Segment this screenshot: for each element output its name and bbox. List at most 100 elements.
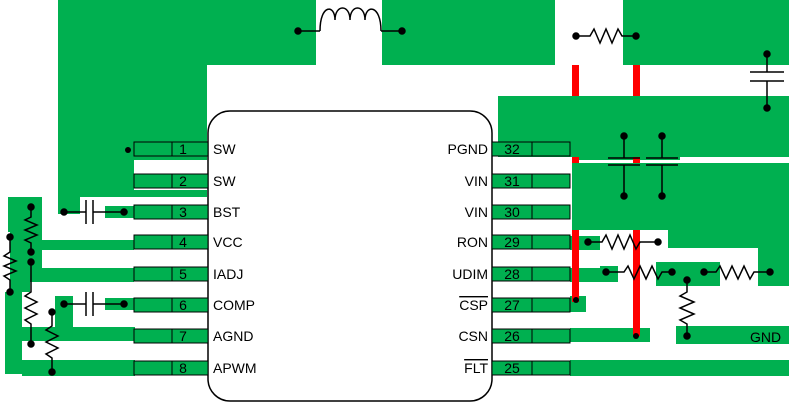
pin-number: 4 (179, 234, 187, 250)
pin-number: 8 (179, 360, 187, 376)
pin-name: VIN (465, 204, 488, 220)
comp-capacitor-symbol (60, 292, 128, 316)
left-network-pour (8, 197, 134, 292)
copper-pours (5, 0, 789, 376)
pin-number: 27 (504, 297, 520, 313)
pin-pad (492, 235, 570, 249)
pin-outline (491, 141, 571, 157)
output-capacitor-symbol (750, 50, 784, 112)
sense-trace-left-mid (572, 157, 579, 163)
gnd-pour (676, 326, 789, 344)
right-pin-28: 28 UDIM (452, 266, 571, 282)
right-pin-30: 30 VIN (465, 204, 571, 220)
ic-body (207, 110, 493, 402)
pin-name: CSP (459, 297, 488, 313)
pin-pad (134, 205, 208, 219)
left-resistor-2-symbol (2, 233, 18, 296)
left-pin-7: 7 AGND (133, 328, 253, 344)
pin-outline (133, 173, 209, 189)
vin-capacitor-2-symbol (646, 132, 678, 200)
pin-outline (133, 360, 209, 376)
sense-trace-right-top (633, 65, 640, 96)
sense-trace-right-mid (633, 157, 640, 163)
udim-resistor-2-symbol (700, 264, 774, 281)
junction-dots (125, 147, 639, 339)
pgnd-copper-pour (498, 96, 789, 160)
pin-name: FLT (464, 360, 488, 376)
pin-pad (134, 235, 208, 249)
pin-pad (492, 142, 570, 156)
pin-number: 32 (504, 141, 520, 157)
pin-pad (492, 329, 570, 343)
right-pin-group: 32PGND31VIN30VIN29RON28UDIM27CSP26CSN25F… (448, 141, 571, 376)
pin-outline (491, 328, 571, 344)
flt-trace (570, 360, 789, 376)
pin-outline (491, 360, 571, 376)
pin-number: 29 (504, 234, 520, 250)
pin-outline (133, 297, 209, 313)
pin-outline (491, 234, 571, 250)
pin-name: VCC (213, 234, 243, 250)
top-right-pour (623, 0, 789, 65)
pin-pad (134, 142, 208, 156)
pin-pad (134, 174, 208, 188)
pin-outline (491, 266, 571, 282)
pin-number: 1 (179, 141, 187, 157)
pin-name: SW (213, 173, 236, 189)
inductor-pad-pour (382, 0, 555, 65)
pin-number: 31 (504, 173, 520, 189)
pin-number: 3 (179, 204, 187, 220)
pin-number: 28 (504, 266, 520, 282)
pin-name: UDIM (452, 266, 488, 282)
gnd-label: GND (750, 329, 781, 345)
pin-number: 26 (504, 328, 520, 344)
left-strip-pour (5, 292, 22, 374)
pin-pad (134, 361, 208, 375)
pin-number: 5 (179, 266, 187, 282)
pin-number: 30 (504, 204, 520, 220)
vin-capacitor-1-symbol (608, 132, 640, 200)
left-pin-2: 2 SW (133, 173, 236, 189)
left-pin-1: 1 SW (133, 141, 236, 157)
bst-capacitor-symbol (60, 200, 128, 224)
pin-number: 2 (179, 173, 187, 189)
pin-pad (492, 267, 570, 281)
pin-name: PGND (448, 141, 488, 157)
pin-pad (134, 298, 208, 312)
left-resistor-4-symbol (44, 308, 60, 376)
pin-name: SW (213, 141, 236, 157)
pin-number: 7 (179, 328, 187, 344)
right-pin-29: 29 RON (457, 234, 571, 250)
pin-pad (492, 298, 570, 312)
udim-resistor-1-symbol (602, 264, 676, 281)
pin-outline (133, 266, 209, 282)
left-pin-8: 8 APWM (133, 360, 257, 376)
pin-number: 25 (504, 360, 520, 376)
agnd-pour-left (22, 327, 135, 341)
pin-pad (134, 267, 208, 281)
red-traces (572, 65, 640, 336)
pin-name: VIN (465, 173, 488, 189)
pin-name: BST (213, 204, 241, 220)
pin-outline (133, 328, 209, 344)
ron-resistor-symbol (584, 233, 662, 251)
left-resistor-3-symbol (23, 258, 39, 348)
sense-trace-left-low (572, 230, 579, 302)
pin-outline (491, 173, 571, 189)
pin-name: APWM (213, 360, 257, 376)
pin-outline (133, 204, 209, 220)
pin-name: CSN (458, 328, 488, 344)
right-pin-25: 25 FLT (464, 360, 571, 376)
pin-name: RON (457, 234, 488, 250)
apwm-pour-left (22, 360, 135, 376)
pin-name: COMP (213, 297, 255, 313)
sense-trace-left-top (572, 65, 579, 96)
right-pin-27: 27 CSP (459, 297, 571, 313)
pin-pad (492, 205, 570, 219)
pin-name: AGND (213, 328, 253, 344)
pin-pad (492, 174, 570, 188)
pin-outline (491, 204, 571, 220)
inductor-symbol (294, 7, 406, 35)
right-pin-26: 26 CSN (458, 328, 571, 344)
